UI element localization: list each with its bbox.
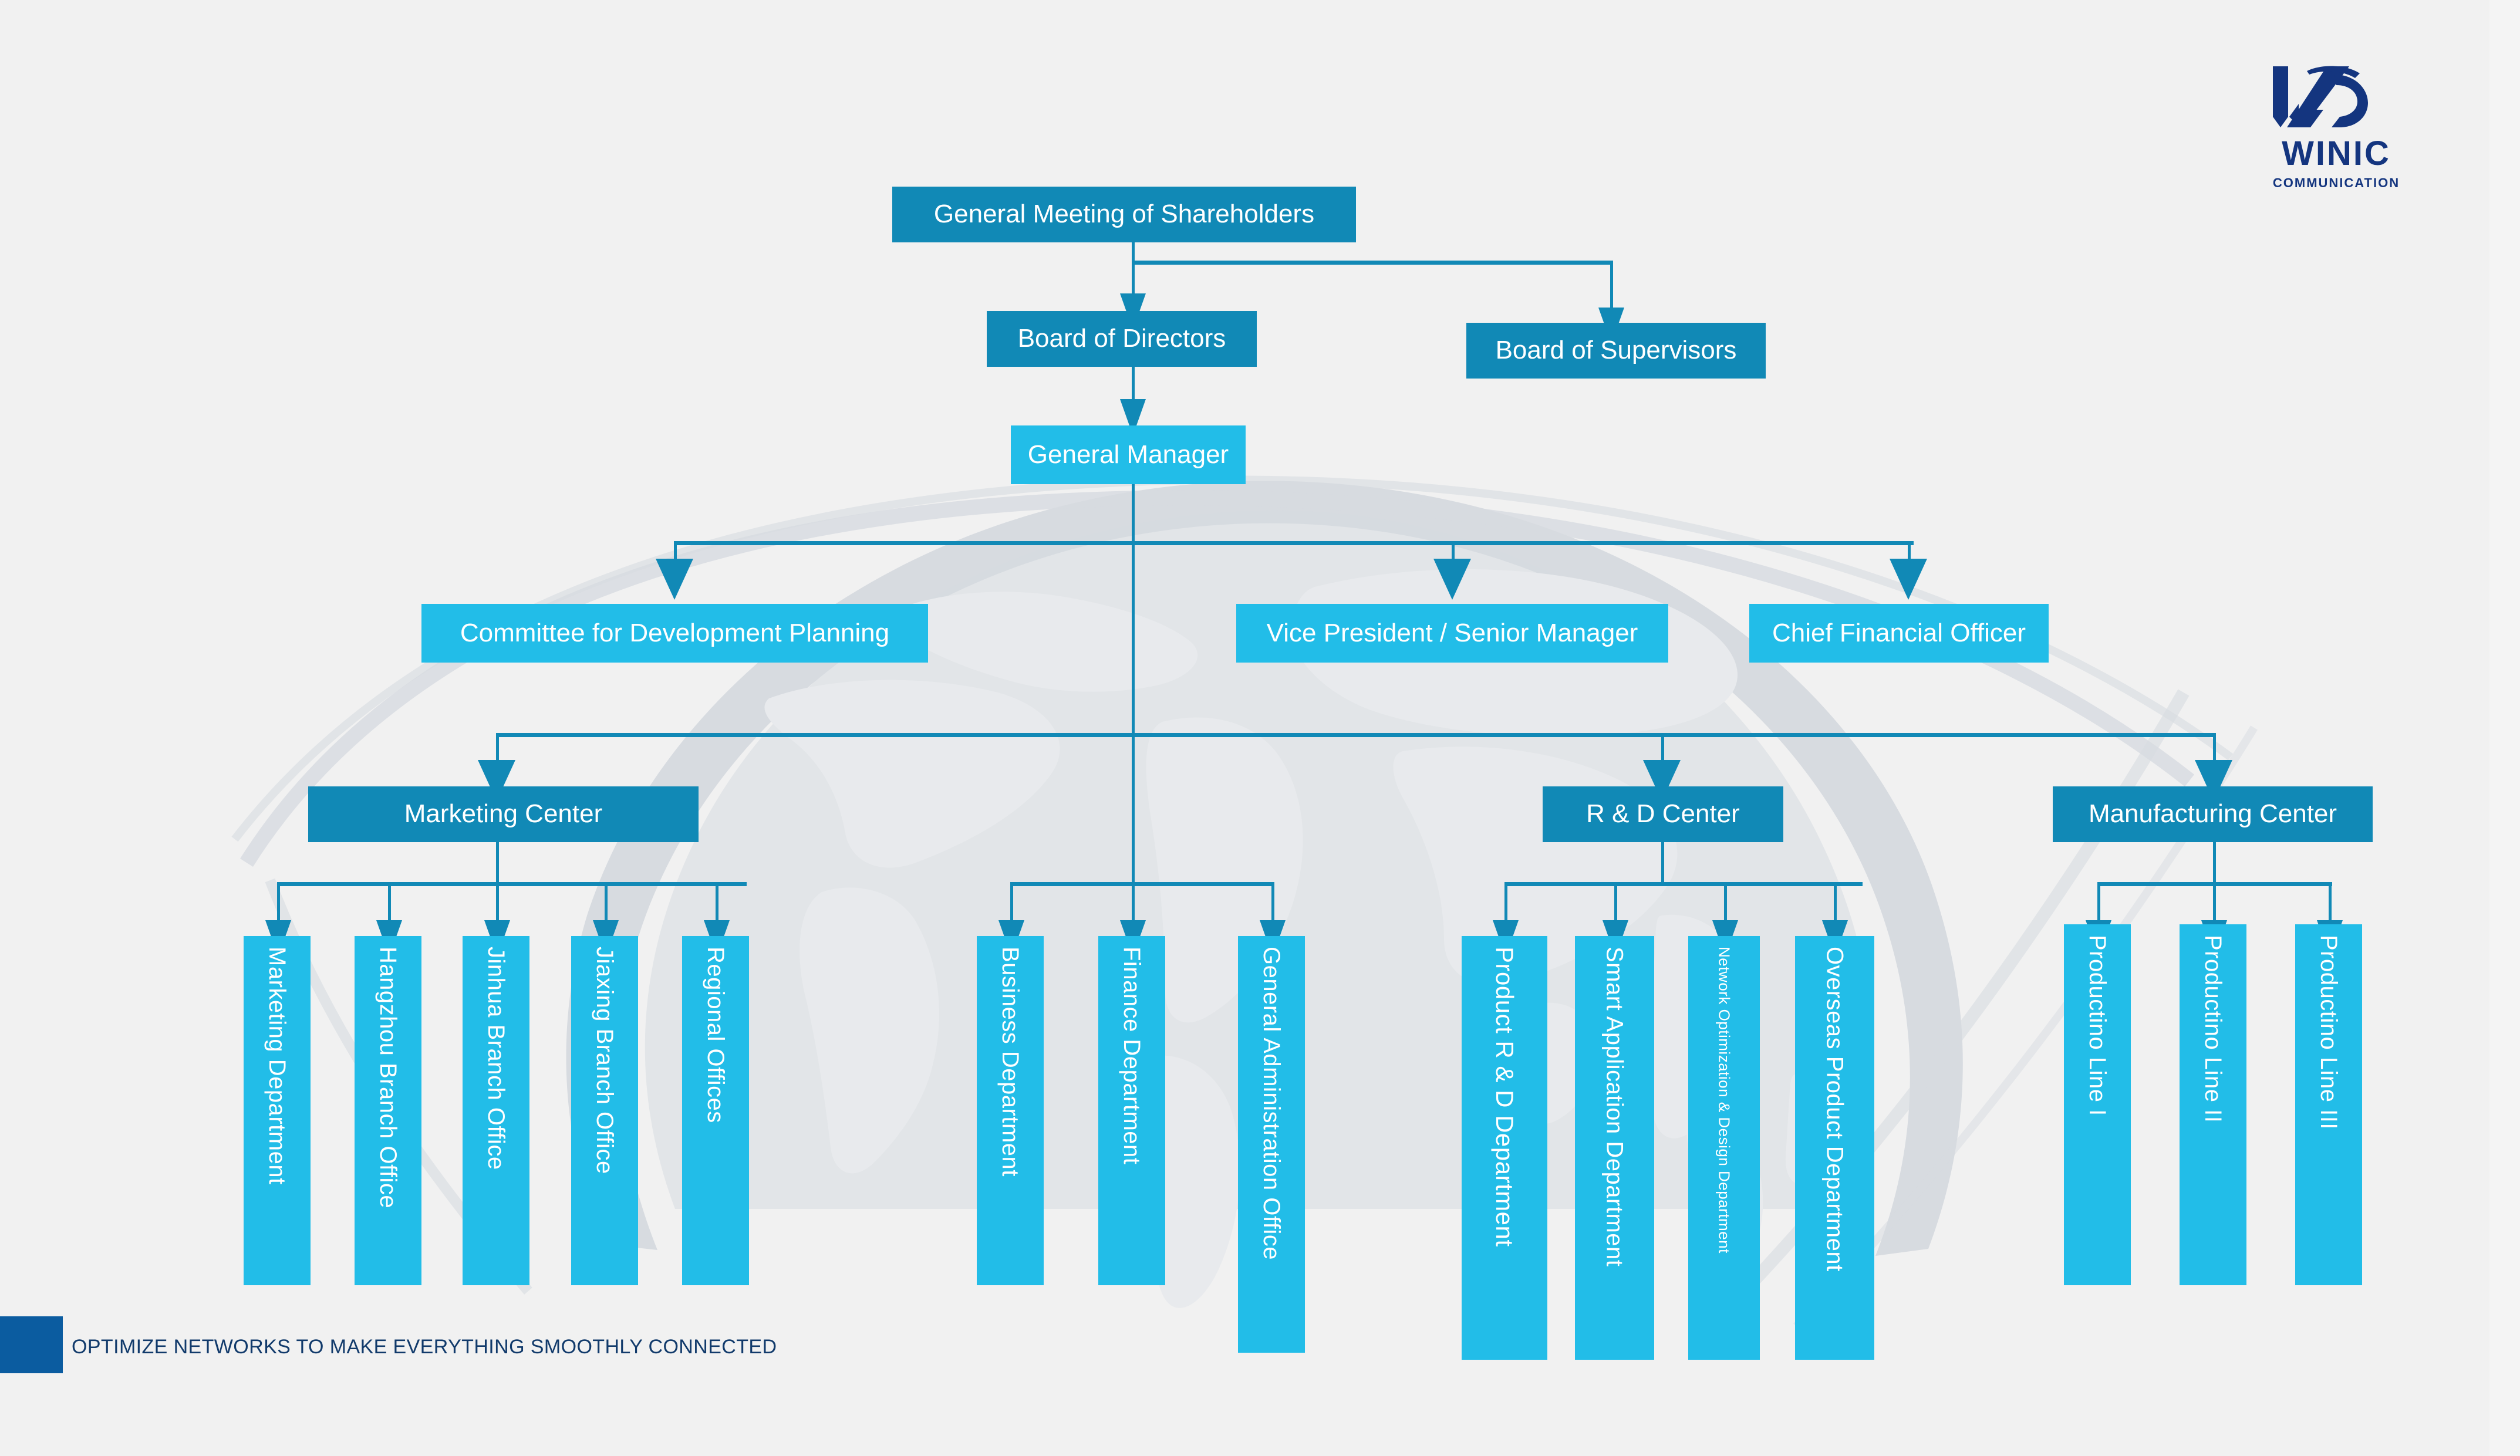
node-manufacturing-center[interactable]: Manufacturing Center (2053, 786, 2373, 842)
connector-mkt-c3 (496, 882, 499, 926)
connector-mkt-c5 (716, 882, 718, 926)
node-finance-department[interactable]: Finance Department (1098, 936, 1165, 1285)
connector-gms-bus (1132, 261, 1613, 265)
node-board-of-directors[interactable]: Board of Directors (987, 311, 1257, 367)
node-production-line-1[interactable]: Productino Line I (2064, 924, 2131, 1285)
node-marketing-department[interactable]: Marketing Department (244, 936, 311, 1285)
node-label: General Meeting of Shareholders (933, 200, 1315, 229)
node-label: Board of Supervisors (1495, 336, 1737, 365)
connector-gms-stem (1132, 242, 1135, 261)
node-label: Jiaxing Branch Office (592, 947, 618, 1174)
connector-to-bod (1132, 261, 1135, 303)
node-jinhua-branch-office[interactable]: Jinhua Branch Office (463, 936, 529, 1285)
connector-to-bos (1610, 261, 1613, 317)
footer-accent-block (0, 1316, 63, 1373)
connector-marketing-bus (277, 882, 747, 886)
node-network-optimization-design-department[interactable]: Network Optimization & Design Department (1688, 936, 1760, 1360)
node-label: Network Optimization & Design Department (1715, 947, 1733, 1254)
node-label: Productino Line I (2084, 935, 2110, 1116)
connector-level4-bus (674, 541, 1914, 545)
node-label: Vice President / Senior Manager (1266, 618, 1638, 647)
connector-to-manufacturing (2213, 733, 2216, 768)
connector-mid-c1 (1010, 882, 1013, 926)
connector-bod-gm (1132, 367, 1135, 409)
node-label: Overseas Product Department (1821, 947, 1848, 1272)
connector-rnd-c1 (1504, 882, 1507, 926)
connector-mkt-c2 (388, 882, 391, 932)
node-label: Jinhua Branch Office (483, 947, 509, 1170)
node-chief-financial-officer[interactable]: Chief Financial Officer (1749, 604, 2049, 663)
node-label: Smart Application Department (1601, 947, 1628, 1267)
connector-to-vp (1452, 541, 1455, 565)
connector-rnd-bus (1504, 882, 1863, 886)
node-general-administration-office[interactable]: General Administration Office (1238, 936, 1305, 1353)
arrow-to-vp (1433, 559, 1471, 600)
node-smart-application-department[interactable]: Smart Application Department (1575, 936, 1654, 1360)
node-label: Chief Financial Officer (1772, 618, 2026, 647)
node-label: Productino Line II (2200, 935, 2226, 1123)
connector-marketing-stem (496, 842, 499, 884)
arrow-to-cfo (1890, 559, 1927, 600)
node-production-line-3[interactable]: Productino Line III (2295, 924, 2362, 1285)
node-label: R & D Center (1586, 799, 1740, 829)
node-general-meeting-of-shareholders[interactable]: General Meeting of Shareholders (892, 187, 1356, 242)
node-rnd-center[interactable]: R & D Center (1543, 786, 1783, 842)
connector-to-marketing (496, 733, 499, 768)
node-label: Product R & D Department (1491, 947, 1519, 1247)
connector-to-cdp (674, 541, 677, 565)
connector-rnd-c3 (1724, 882, 1727, 926)
brand-name: WINIC (2282, 134, 2391, 173)
node-regional-offices[interactable]: Regional Offices (682, 936, 749, 1285)
node-label: Marketing Department (264, 947, 290, 1185)
node-overseas-product-department[interactable]: Overseas Product Department (1795, 936, 1874, 1360)
arrow-to-cdp (656, 559, 693, 600)
connector-rnd-stem (1661, 842, 1664, 884)
connector-mkt-c4 (605, 882, 608, 932)
node-label: Productino Line III (2316, 935, 2342, 1130)
node-label: Board of Directors (1017, 324, 1226, 353)
brand-subtitle: COMMUNICATION (2272, 175, 2400, 190)
node-label: General Manager (1027, 440, 1229, 469)
node-label: Marketing Center (404, 799, 603, 829)
connector-to-cfo (1908, 541, 1911, 565)
connector-mfg-c3 (2329, 882, 2332, 926)
connector-rnd-c4 (1834, 882, 1837, 926)
node-label: Finance Department (1119, 947, 1145, 1165)
node-hangzhou-branch-office[interactable]: Hangzhou Branch Office (355, 936, 421, 1285)
node-label: Business Department (997, 947, 1023, 1177)
connector-mid-c3 (1271, 882, 1274, 926)
brand-logo: WINIC COMMUNICATION (2248, 62, 2424, 214)
node-business-department[interactable]: Business Department (977, 936, 1044, 1285)
node-label: Manufacturing Center (2088, 799, 2337, 829)
connector-to-rnd (1661, 733, 1664, 768)
connector-middle-bus (1010, 882, 1274, 886)
node-label: Regional Offices (703, 947, 728, 1123)
node-label: General Administration Office (1259, 947, 1284, 1261)
connector-mkt-c1 (277, 882, 280, 926)
winic-monogram-icon (2273, 66, 2368, 127)
node-committee-for-development-planning[interactable]: Committee for Development Planning (421, 604, 928, 663)
connector-rnd-c2 (1614, 882, 1617, 926)
node-product-rnd-department[interactable]: Product R & D Department (1462, 936, 1547, 1360)
right-edge-band (2489, 0, 2520, 1456)
node-production-line-2[interactable]: Productino Line II (2180, 924, 2246, 1285)
connector-mfg-stem (2213, 842, 2216, 884)
connector-level5-bus (496, 733, 2216, 737)
node-marketing-center[interactable]: Marketing Center (308, 786, 699, 842)
node-label: Committee for Development Planning (460, 618, 890, 647)
node-jiaxing-branch-office[interactable]: Jiaxing Branch Office (571, 936, 638, 1285)
footer-tagline: OPTIMIZE NETWORKS TO MAKE EVERYTHING SMO… (72, 1336, 777, 1358)
node-vice-president-senior-manager[interactable]: Vice President / Senior Manager (1236, 604, 1668, 663)
connector-mfg-c2 (2213, 882, 2216, 926)
node-label: Hangzhou Branch Office (375, 947, 401, 1209)
connector-gm-trunk (1132, 484, 1135, 883)
node-general-manager[interactable]: General Manager (1011, 425, 1246, 484)
node-board-of-supervisors[interactable]: Board of Supervisors (1466, 323, 1766, 379)
connector-mid-c2 (1132, 882, 1135, 926)
connector-mfg-c1 (2097, 882, 2100, 926)
